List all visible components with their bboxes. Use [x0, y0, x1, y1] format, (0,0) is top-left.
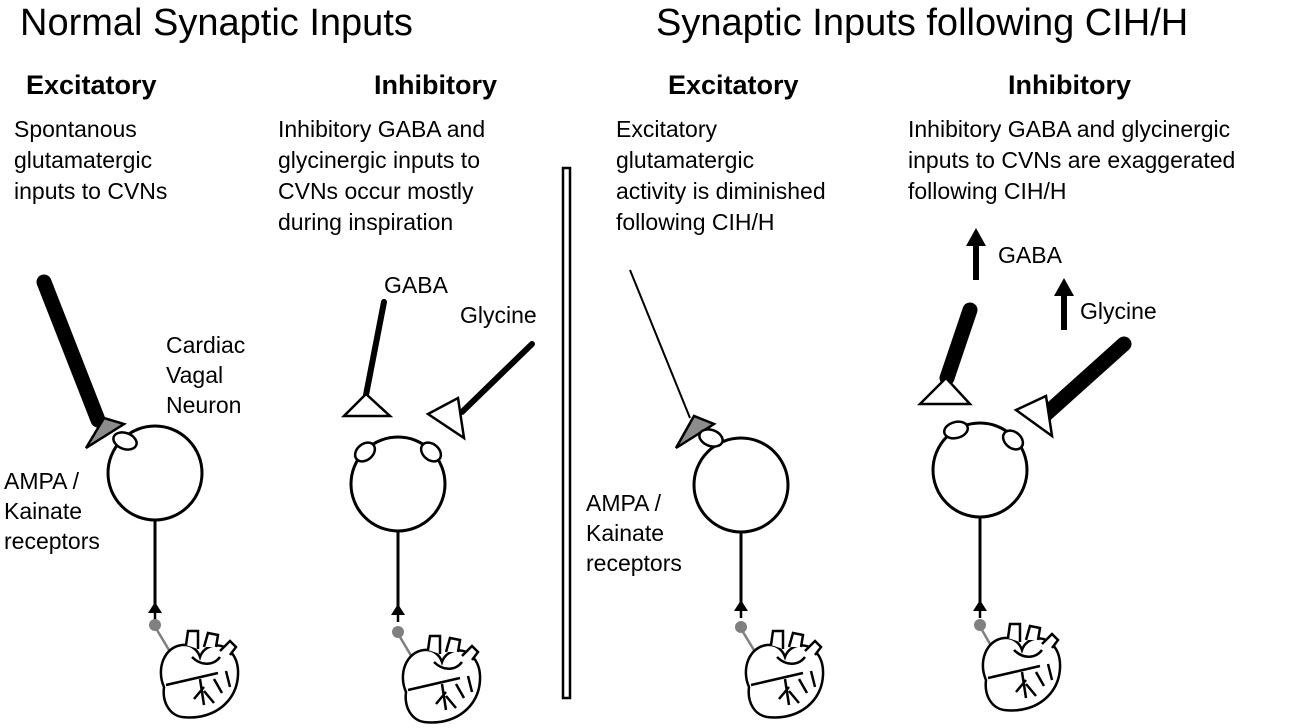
right-inhibitory-description: Inhibitory GABA and glycinergic inputs t…: [908, 116, 1236, 204]
left-glycine-label: Glycine: [460, 302, 537, 328]
axon-terminal: [973, 600, 987, 611]
neuron-4: [916, 228, 1132, 712]
heart-icon: [981, 622, 1062, 712]
gaba-axon: [939, 302, 978, 386]
neuron-1: [36, 274, 240, 719]
heart-icon: [159, 629, 240, 719]
receptor: [698, 428, 724, 448]
gaba-axon: [363, 299, 387, 398]
increase-arrow-icon: [966, 228, 986, 246]
excitatory-terminal: [674, 414, 717, 450]
gaba-terminal: [340, 392, 394, 418]
right-receptor-label: AMPA / Kainate receptors: [586, 490, 682, 576]
panel-divider: [561, 166, 572, 700]
receptor: [112, 431, 138, 451]
left-receptor-label: AMPA / Kainate receptors: [4, 468, 100, 554]
glycine-terminal: [425, 396, 466, 441]
neuron-3: [629, 269, 825, 719]
right-gaba-label: GABA: [998, 242, 1062, 268]
receptor: [1001, 429, 1025, 451]
heart-icon: [401, 634, 482, 724]
right-inhibitory-heading: Inhibitory: [1008, 70, 1131, 100]
receptor: [419, 441, 443, 463]
release-site: [149, 619, 161, 631]
right-excitatory-description: Excitatory glutamatergic activity is dim…: [616, 116, 826, 235]
release-site: [974, 619, 986, 631]
excitatory-axon: [36, 274, 106, 428]
axon-terminal: [148, 602, 162, 613]
left-inhibitory-heading: Inhibitory: [374, 70, 497, 100]
glycine-terminal: [1013, 394, 1054, 439]
excitatory-terminal: [84, 416, 127, 450]
receptor: [353, 441, 377, 463]
right-panel-title: Synaptic Inputs following CIH/H: [656, 2, 1189, 44]
glycine-axon: [459, 341, 535, 415]
release-site: [392, 626, 404, 638]
left-panel-title: Normal Synaptic Inputs: [20, 2, 413, 44]
right-excitatory-heading: Excitatory: [668, 70, 799, 100]
gaba-terminal: [916, 376, 973, 406]
glycine-axon: [1038, 336, 1132, 422]
receptor: [942, 420, 970, 440]
right-glycine-label: Glycine: [1080, 298, 1157, 324]
left-excitatory-description: Spontanous glutamatergic inputs to CVNs: [14, 116, 168, 204]
release-site: [735, 621, 747, 633]
axon-terminal: [734, 600, 748, 611]
neuron-soma: [692, 436, 790, 534]
left-inhibitory-description: Inhibitory GABA and glycinergic inputs t…: [278, 116, 486, 235]
left-gaba-label: GABA: [384, 272, 448, 298]
neuron-2: [340, 299, 535, 724]
cardiac-vagal-neuron-label: Cardiac Vagal Neuron: [166, 332, 246, 418]
increase-arrow-icon: [1054, 278, 1074, 296]
heart-icon: [744, 629, 825, 719]
excitatory-axon: [629, 269, 691, 419]
axon-terminal: [391, 604, 405, 615]
left-excitatory-heading: Excitatory: [26, 70, 157, 100]
